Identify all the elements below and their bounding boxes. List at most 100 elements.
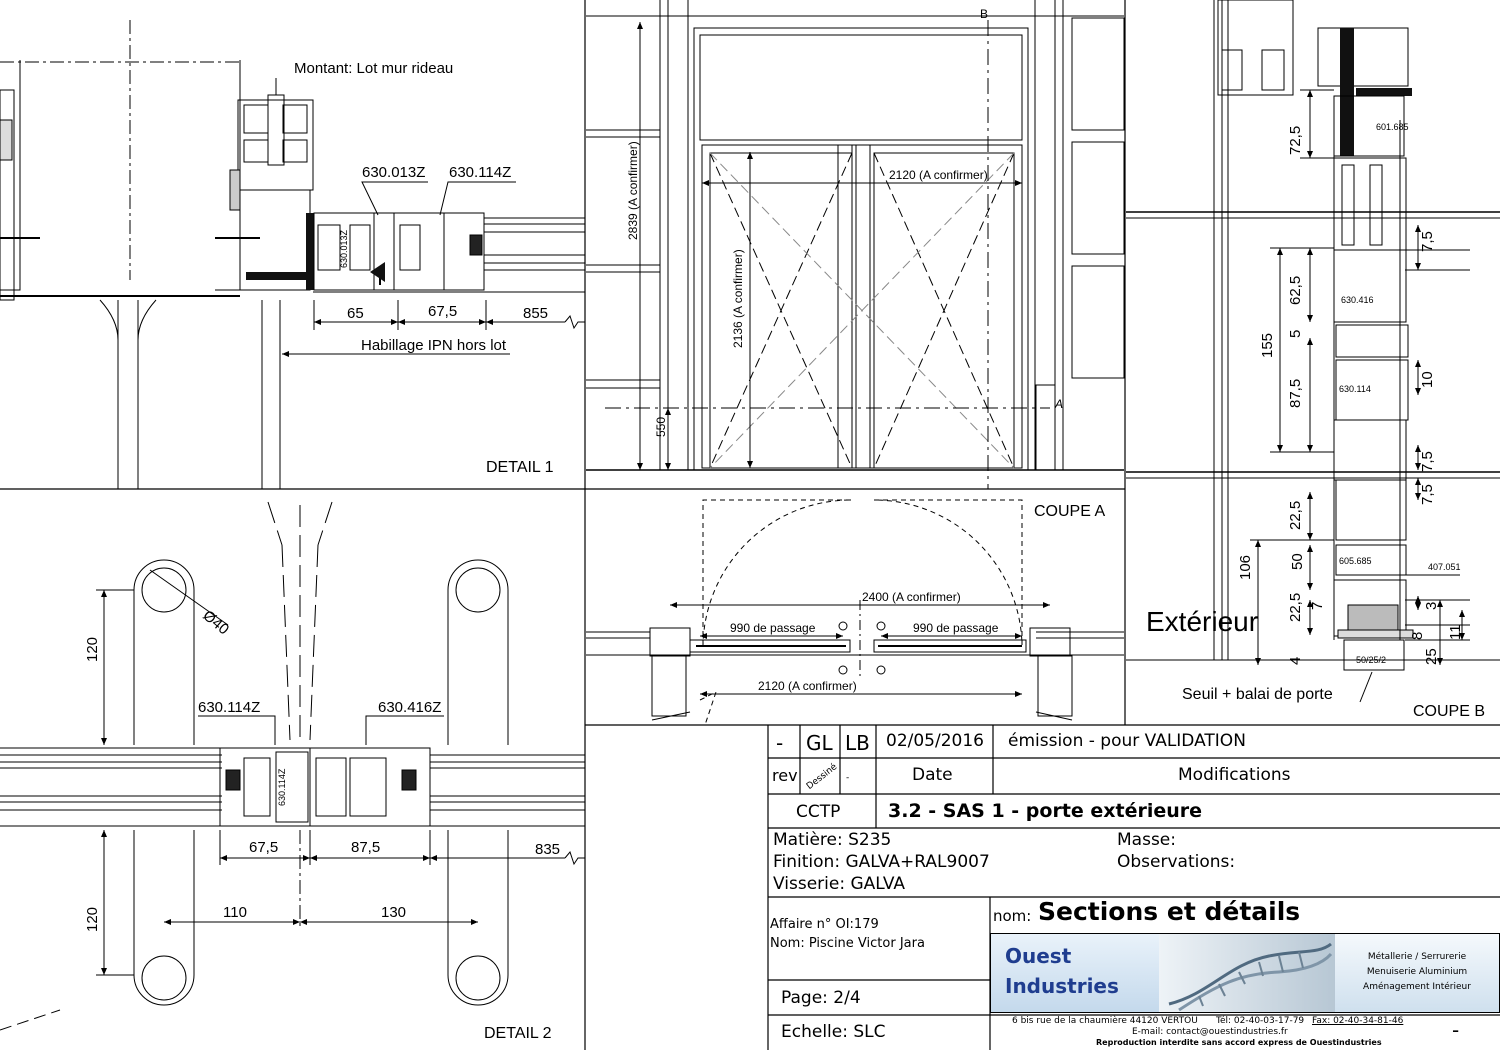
coupe-b-dim-right-6: 8 bbox=[1409, 632, 1426, 640]
coupe-b-view bbox=[1126, 0, 1500, 703]
detail-2-label-b: 630.416Z bbox=[378, 699, 441, 716]
coupe-b-dim-left-3: 5 bbox=[1287, 330, 1304, 338]
detail-1-dim-2: 67,5 bbox=[428, 303, 457, 320]
company-email: E-mail: contact@ouestindustries.fr bbox=[1132, 1027, 1288, 1037]
title-block-nom-affaire: Nom: Piscine Victor Jara bbox=[770, 936, 925, 951]
company-activity-3: Aménagement Intérieur bbox=[1363, 982, 1471, 992]
company-tel: Tél: 02-40-03-17-79 bbox=[1216, 1016, 1305, 1026]
title-block-hdr-modifications: Modifications bbox=[1178, 765, 1291, 785]
company-activity-1: Métallerie / Serrurerie bbox=[1367, 952, 1467, 962]
coupe-a-dim-550: 550 bbox=[654, 417, 668, 437]
coupe-b-dim-left-2: 62,5 bbox=[1287, 276, 1304, 305]
title-block-hdr-rev: rev bbox=[772, 766, 798, 785]
title-block-observations: Observations: bbox=[1117, 852, 1236, 872]
title-block-date-value: 02/05/2016 bbox=[886, 731, 984, 751]
coupe-b-dim-left-5: 22,5 bbox=[1287, 501, 1304, 530]
coupe-b-dim-right-7: 11 bbox=[1447, 624, 1464, 640]
detail-1-dim-3: 855 bbox=[523, 305, 548, 322]
detail-2-dim-87-5: 87,5 bbox=[351, 839, 380, 856]
coupe-a-dim-height-door: 2136 (A confirmer) bbox=[731, 249, 745, 348]
detail-2-label-diam: Ø40 bbox=[199, 607, 232, 638]
coupe-b-ref-601: 601.685 bbox=[1376, 122, 1409, 132]
detail-2-dim-67-5: 67,5 bbox=[249, 839, 278, 856]
title-block-drawn-b: LB bbox=[845, 731, 870, 755]
company-name-line1: Ouest bbox=[1005, 944, 1072, 968]
coupe-b-dim-106: 106 bbox=[1237, 555, 1254, 580]
coupe-b-dim-left-8: 22,5 bbox=[1287, 593, 1304, 622]
coupe-b-dim-right-5: 3 bbox=[1423, 602, 1440, 610]
coupe-a-plan-passage-right: 990 de passage bbox=[913, 621, 999, 635]
title-block-grid bbox=[767, 725, 1500, 1050]
detail-1-label-habillage: Habillage IPN hors lot bbox=[361, 337, 507, 354]
detail-1-dim-1: 65 bbox=[347, 305, 364, 322]
detail-2-label-a: 630.114Z bbox=[198, 699, 260, 716]
detail-1-view bbox=[0, 20, 585, 489]
coupe-b-dim-right-4: 7,5 bbox=[1419, 484, 1436, 505]
coupe-b-label-exterieur: Extérieur bbox=[1146, 606, 1258, 637]
title-block-echelle: Echelle: SLC bbox=[781, 1022, 886, 1042]
company-activity-2: Menuiserie Aluminium bbox=[1366, 967, 1468, 977]
detail-1-label-montant: Montant: Lot mur rideau bbox=[294, 60, 453, 77]
title-block-masse: Masse: bbox=[1117, 830, 1176, 850]
coupe-b-dim-left-6: 50 bbox=[1289, 553, 1306, 570]
company-fax: Fax: 02-40-34-81-46 bbox=[1312, 1016, 1404, 1026]
title-block-hdr-date: Date bbox=[912, 765, 953, 785]
coupe-b-dim-155: 155 bbox=[1259, 333, 1276, 358]
title-block-finition: Finition: GALVA+RAL9007 bbox=[773, 852, 990, 872]
company-legal-notice: Reproduction interdite sans accord expre… bbox=[1096, 1038, 1382, 1047]
detail-2-dim-120-bottom: 120 bbox=[84, 907, 101, 932]
detail-1-title: DETAIL 1 bbox=[486, 459, 554, 476]
coupe-b-dim-right-2: 10 bbox=[1419, 371, 1436, 388]
title-block-hdr-small-mark: - bbox=[846, 773, 850, 783]
coupe-a-dim-width-door: 2120 (A confirmer) bbox=[889, 168, 988, 182]
detail-2-label-inner: 630.114Z bbox=[277, 768, 287, 806]
coupe-b-dim-left-7: 7 bbox=[1309, 602, 1326, 610]
company-address: 6 bis rue de la chaumière 44120 VERTOU bbox=[1012, 1016, 1198, 1026]
coupe-a-plan-dim-2400: 2400 (A confirmer) bbox=[862, 590, 961, 604]
coupe-a-plan bbox=[586, 499, 1124, 726]
detail-2-title: DETAIL 2 bbox=[484, 1025, 552, 1042]
coupe-a-mark-b: B bbox=[980, 7, 988, 21]
coupe-b-dim-right-8: 25 bbox=[1423, 648, 1440, 665]
title-block-page: Page: 2/4 bbox=[781, 988, 861, 1008]
title-block-rev-value: - bbox=[776, 731, 784, 755]
coupe-a-mark-a: A bbox=[1054, 397, 1063, 411]
detail-2-dim-120-top: 120 bbox=[84, 637, 101, 662]
coupe-a-plan-dim-2120: 2120 (A confirmer) bbox=[758, 679, 857, 693]
title-block-corner-mark: - bbox=[1452, 1018, 1460, 1042]
dna-helix-icon bbox=[1159, 934, 1335, 1012]
coupe-b-dim-left-9: 4 bbox=[1287, 657, 1304, 665]
title-block-nom-value: Sections et détails bbox=[1038, 897, 1301, 926]
company-logo-banner: Ouest Industries Métallerie / Serrurerie… bbox=[990, 933, 1500, 1013]
detail-1-label-inner: 630.013Z bbox=[339, 229, 349, 268]
title-block-matiere: Matière: S235 bbox=[773, 830, 892, 850]
coupe-b-ref-630-416: 630.416 bbox=[1341, 295, 1374, 305]
coupe-b-ref-630-114: 630.114 bbox=[1339, 384, 1371, 394]
coupe-b-ref-605: 605.685 bbox=[1339, 556, 1372, 566]
detail-2-dim-110: 110 bbox=[223, 904, 247, 921]
coupe-a-dim-height-total: 2839 (A confirmer) bbox=[626, 141, 640, 240]
title-block-subject: 3.2 - SAS 1 - porte extérieure bbox=[888, 800, 1203, 822]
detail-1-label-a: 630.013Z bbox=[362, 164, 425, 181]
title-block-affaire: Affaire n° OI:179 bbox=[770, 917, 879, 932]
title-block-visserie: Visserie: GALVA bbox=[773, 874, 906, 894]
title-block-cctp: CCTP bbox=[796, 802, 841, 822]
coupe-a-elevation bbox=[586, 0, 1125, 489]
coupe-b-dim-left-1: 72,5 bbox=[1287, 126, 1304, 155]
coupe-a-plan-passage-left: 990 de passage bbox=[730, 621, 816, 635]
detail-2-dim-835: 835 bbox=[535, 841, 560, 858]
coupe-b-label-seuil: Seuil + balai de porte bbox=[1182, 686, 1333, 703]
title-block-nom-label: nom: bbox=[993, 907, 1032, 925]
coupe-b-title: COUPE B bbox=[1413, 703, 1485, 720]
detail-1-label-b: 630.114Z bbox=[449, 164, 511, 181]
coupe-b-ref-seuil: 50/25/2 bbox=[1356, 655, 1386, 665]
coupe-b-dim-right-1: 7,5 bbox=[1419, 231, 1436, 252]
coupe-b-ref-407: 407.051 bbox=[1428, 562, 1461, 572]
title-block-drawn-a: GL bbox=[806, 731, 833, 755]
detail-2-dim-130: 130 bbox=[381, 904, 406, 921]
detail-2-view bbox=[0, 501, 585, 1031]
company-name-line2: Industries bbox=[1005, 974, 1119, 998]
title-block-modification-value: émission - pour VALIDATION bbox=[1008, 731, 1246, 751]
